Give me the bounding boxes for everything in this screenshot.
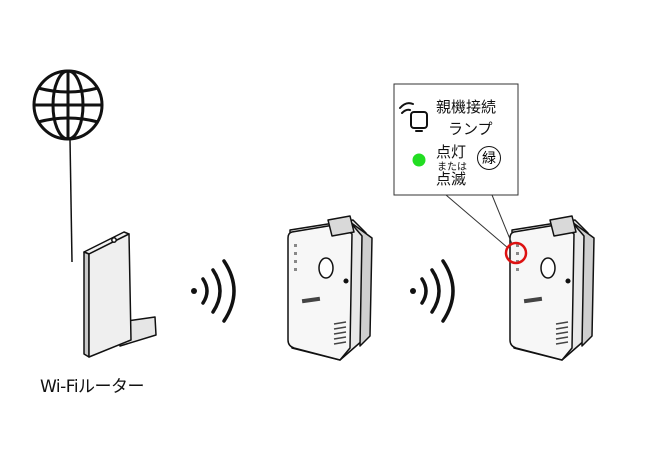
extender-device xyxy=(287,215,373,361)
router-label: Wi-Fiルーター xyxy=(40,377,145,397)
wifi-signal-icon xyxy=(410,259,455,323)
extender-device xyxy=(509,215,595,361)
status-or-label: または xyxy=(437,162,467,173)
callout-title-line1: 親機接続 xyxy=(436,98,497,116)
status-on-label: 点灯 xyxy=(436,143,467,161)
parent-connection-lamp-icon xyxy=(399,102,428,132)
callout-pointer xyxy=(445,194,513,249)
internet-cable xyxy=(69,138,73,263)
lamp-highlight-circle xyxy=(504,241,528,265)
status-blink-label: 点滅 xyxy=(436,170,467,188)
callout-title-line2: ランプ xyxy=(448,120,493,138)
color-badge: 緑 xyxy=(477,146,501,170)
lamp-callout-box xyxy=(393,83,519,196)
wifi-signal-icon xyxy=(191,259,236,323)
globe-icon xyxy=(32,69,104,141)
wifi-router xyxy=(83,231,157,358)
green-led-indicator xyxy=(412,153,426,167)
